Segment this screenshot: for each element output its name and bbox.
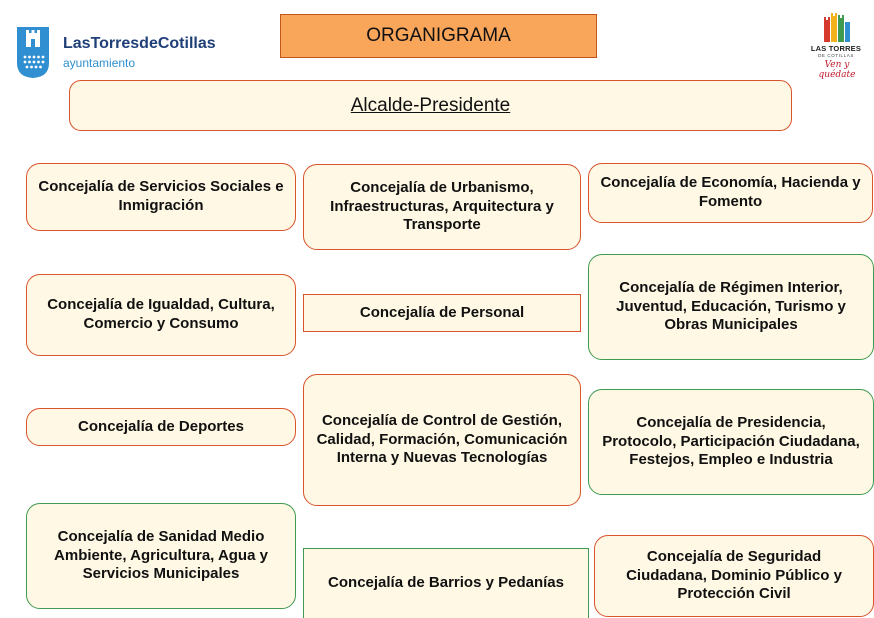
castle-towers-icon xyxy=(824,13,850,42)
town-crest-icon xyxy=(17,27,49,78)
brand-slogan: Ven y quédate xyxy=(818,60,856,80)
org-box-regimen-interior: Concejalía de Régimen Interior, Juventud… xyxy=(588,254,874,360)
brand-logo: LAS TORRES DE COTILLAS Ven y quédate xyxy=(806,12,866,80)
org-box-seguridad: Concejalía de Seguridad Ciudadana, Domin… xyxy=(594,535,874,617)
alcalde-presidente-box: Alcalde-Presidente xyxy=(69,80,792,131)
org-box-personal: Concejalía de Personal xyxy=(303,294,581,332)
org-box-sanidad: Concejalía de Sanidad Medio Ambiente, Ag… xyxy=(26,503,296,609)
org-box-economia: Concejalía de Economía, Hacienda y Fomen… xyxy=(588,163,873,223)
page-title: ORGANIGRAMA xyxy=(280,14,597,58)
org-box-igualdad: Concejalía de Igualdad, Cultura, Comerci… xyxy=(26,274,296,356)
org-box-presidencia: Concejalía de Presidencia, Protocolo, Pa… xyxy=(588,389,874,495)
logo-subtitle: ayuntamiento xyxy=(63,56,136,70)
org-box-deportes: Concejalía de Deportes xyxy=(26,408,296,446)
org-box-servicios-sociales: Concejalía de Servicios Sociales e Inmig… xyxy=(26,163,296,231)
brand-name: LAS TORRES xyxy=(810,44,862,53)
org-box-urbanismo: Concejalía de Urbanismo, Infraestructura… xyxy=(303,164,581,250)
brand-subname: DE COTILLAS xyxy=(818,53,854,58)
logo-name: LasTorresdeCotillas xyxy=(63,35,216,52)
org-box-control-gestion: Concejalía de Control de Gestión, Calida… xyxy=(303,374,581,506)
org-box-barrios: Concejalía de Barrios y Pedanías xyxy=(303,548,589,618)
